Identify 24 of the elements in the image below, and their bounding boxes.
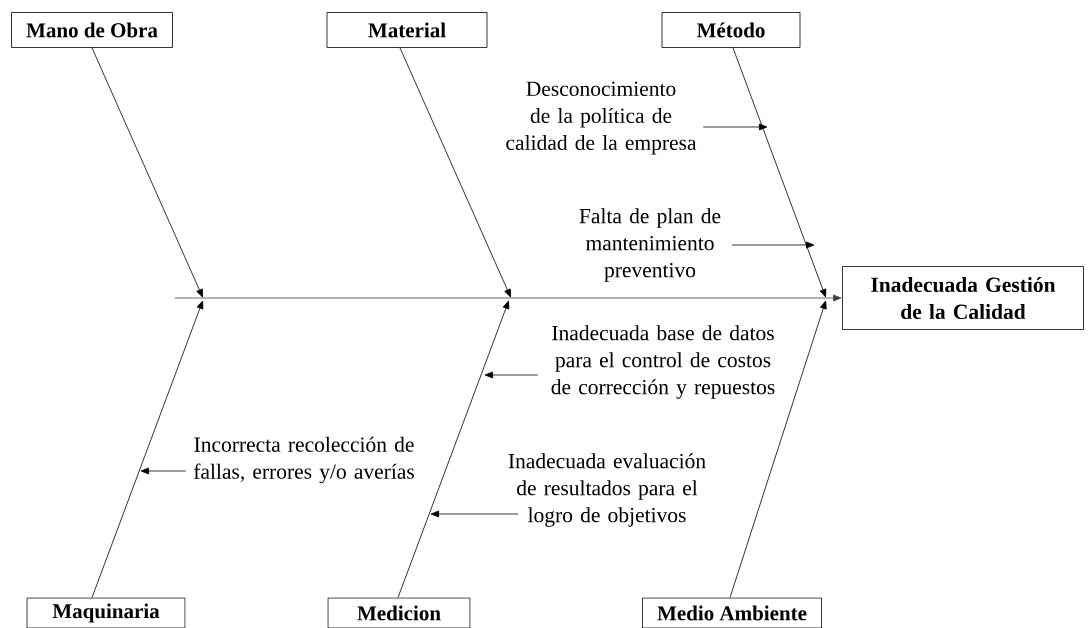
- cause-text: Falta de plan de mantenimiento preventivo: [579, 208, 721, 282]
- cause-text: Desconocimiento de la política de calidad de la empresa: [506, 81, 697, 155]
- category-box: Medio Ambiente: [642, 597, 822, 628]
- cause-arrow: [731, 241, 815, 249]
- cause-arrow: [702, 123, 768, 131]
- cause-arrow: [140, 467, 187, 475]
- bone-arrow: [729, 300, 827, 598]
- cause-arrow: [430, 510, 519, 518]
- category-box: Mano de Obra: [11, 12, 173, 48]
- spine-arrow: [174, 294, 842, 302]
- effect-box: Inadecuada Gestión de la Calidad: [842, 266, 1084, 330]
- category-box: Material: [326, 12, 488, 48]
- category-box: Medicion: [327, 597, 471, 628]
- category-box: Maquinaria: [26, 597, 186, 628]
- bone-arrow: [399, 47, 511, 298]
- bone-arrow: [397, 300, 510, 598]
- cause-text: Inadecuada evaluación de resultados para el logro de objetivos: [508, 453, 706, 527]
- bone-arrow: [91, 47, 203, 298]
- bone-arrow: [732, 47, 827, 298]
- bone-arrow: [91, 300, 204, 598]
- cause-text: Inadecuada base de datos para el control de costos de corrección y repuestos: [551, 325, 775, 399]
- category-box: Método: [661, 12, 801, 48]
- cause-text: Incorrecta recolección de fallas, errores y/o averías: [193, 436, 414, 484]
- cause-arrow: [484, 371, 539, 379]
